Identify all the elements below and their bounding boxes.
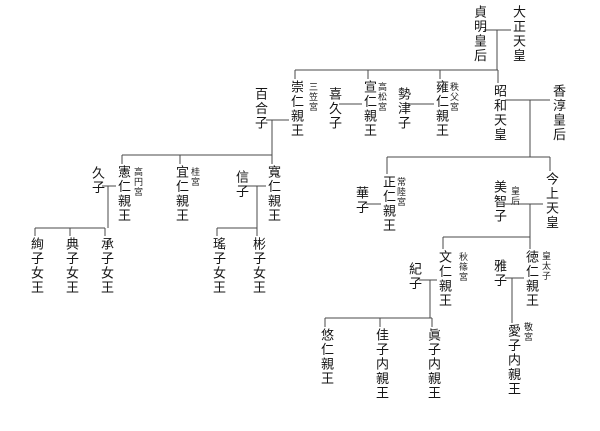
node-takahito: 崇仁親王 — [288, 80, 303, 138]
node-nobuhito: 宣仁親王 — [361, 80, 376, 138]
node-showa-tenno: 昭和天皇 — [491, 84, 506, 142]
node-noriko: 典子女王 — [63, 237, 78, 295]
title-hitachi-no-miya: 常陸宮 — [395, 177, 405, 207]
title-toshi-no-miya: 敬宮 — [522, 322, 532, 342]
node-teimei-kogo: 貞明皇后 — [471, 5, 486, 63]
node-kiko: 紀子 — [406, 262, 421, 291]
node-kikuko: 喜久子 — [326, 87, 341, 131]
node-yasuhito: 雍仁親王 — [433, 80, 448, 138]
node-yoshihito: 宜仁親王 — [173, 165, 188, 223]
node-aiko: 愛子内親王 — [505, 324, 520, 397]
title-chichibu-no-miya: 秩父宮 — [448, 82, 458, 112]
title-katsura-no-miya: 桂宮 — [189, 167, 199, 187]
node-yoko: 瑤子女王 — [210, 237, 225, 295]
title-takamatsu-no-miya: 高松宮 — [376, 82, 386, 112]
node-naruhito: 徳仁親王 — [523, 250, 538, 308]
node-norihito: 憲仁親王 — [115, 165, 130, 223]
node-fumihito: 文仁親王 — [436, 250, 451, 308]
title-takamado-no-miya: 高円宮 — [132, 167, 142, 197]
node-yuriko: 百合子 — [252, 87, 267, 131]
node-mako: 眞子内親王 — [425, 328, 440, 401]
node-hanako: 華子 — [353, 186, 368, 215]
node-ayako: 絢子女王 — [28, 237, 43, 295]
node-nobuko: 信子 — [233, 170, 248, 199]
node-akiko: 彬子女王 — [250, 237, 265, 295]
node-hisahito: 悠仁親王 — [318, 328, 333, 386]
title-mikasa-no-miya: 三笠宮 — [307, 82, 317, 112]
node-masako: 雅子 — [491, 259, 506, 288]
node-tomohito: 寬仁親王 — [265, 165, 280, 223]
node-kojun-kogo: 香淳皇后 — [550, 84, 565, 142]
title-kotaishi: 皇太子 — [540, 251, 550, 281]
node-setsuko: 勢津子 — [395, 87, 410, 131]
node-kinjo-tenno: 今上天皇 — [543, 172, 558, 230]
title-kogo: 皇后 — [509, 186, 519, 206]
node-masahito: 正仁親王 — [380, 175, 395, 233]
node-taisho-tenno: 大正天皇 — [510, 5, 525, 63]
title-akishino-no-miya: 秋篠宮 — [457, 252, 467, 282]
node-kako: 佳子内親王 — [373, 328, 388, 401]
node-tsuguko: 承子女王 — [98, 237, 113, 295]
node-hisako: 久子 — [89, 166, 104, 195]
node-michiko: 美智子 — [491, 180, 506, 224]
